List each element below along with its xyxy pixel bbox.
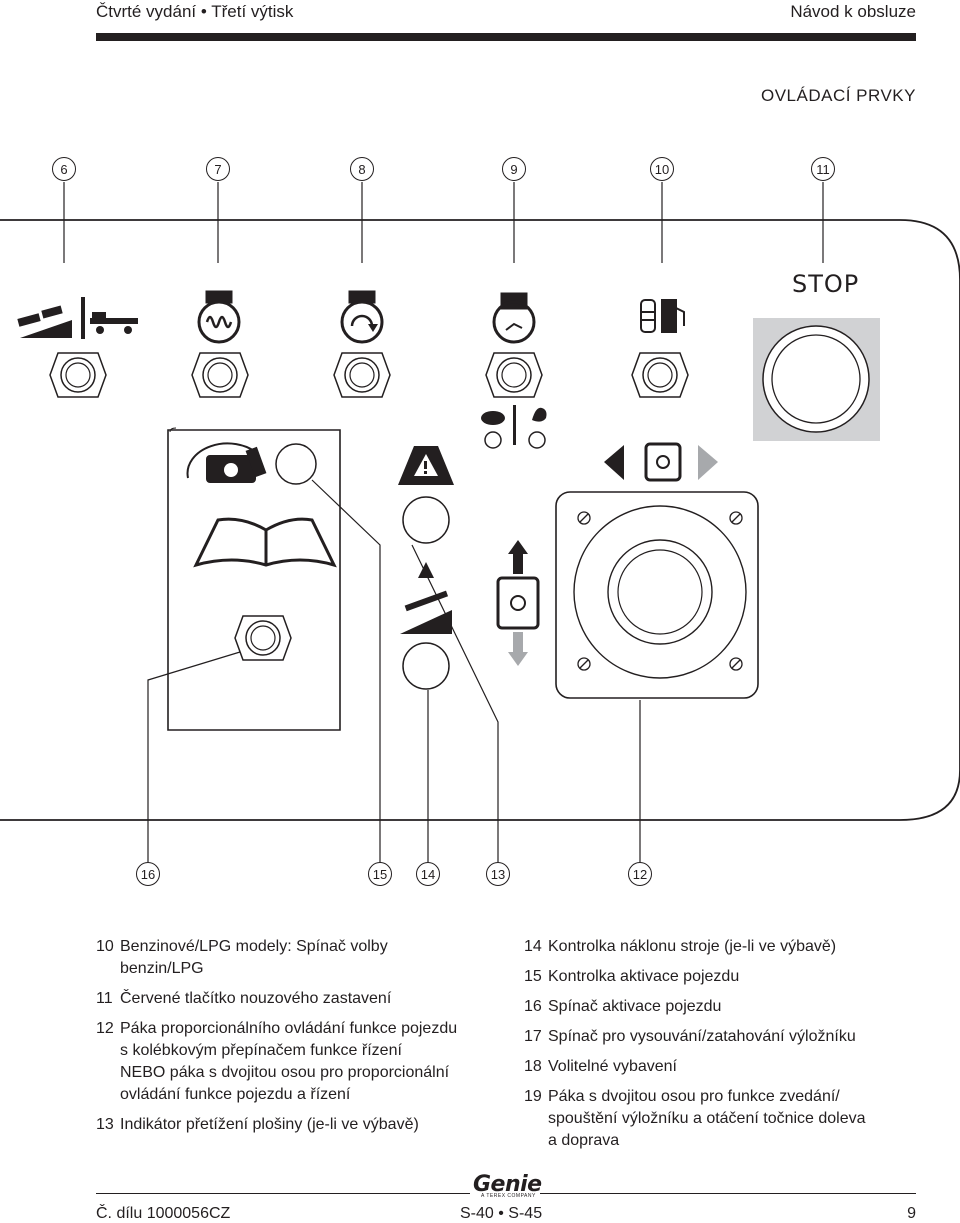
- top-leader-lines: [63, 182, 824, 263]
- drive-joystick: [555, 491, 759, 699]
- section-title: OVLÁDACÍ PRVKY: [760, 86, 916, 105]
- callout-12: 12: [628, 862, 652, 886]
- optional-equipment-switch: [234, 615, 292, 661]
- glow-plug-switch: [191, 352, 249, 398]
- boom-extend-icon: [496, 540, 540, 666]
- callout-7: 7: [206, 157, 230, 181]
- bottom-leader-lines: [147, 479, 641, 862]
- callout-6: 6: [52, 157, 76, 181]
- drive-enable-switch: [275, 443, 317, 485]
- tilt-indicator: [402, 642, 450, 690]
- callout-16: 16: [136, 862, 160, 886]
- callout-8: 8: [350, 157, 374, 181]
- steer-icon: [604, 442, 718, 482]
- stop-label: STOP: [792, 270, 860, 298]
- manual-title: Návod k obsluze: [790, 2, 916, 21]
- turtle-rabbit-icons: [481, 405, 547, 449]
- genie-logo-subtitle: A TEREX COMPANY: [481, 1193, 536, 1199]
- fuel-select-switch: [631, 352, 689, 398]
- drive-range-icon: [17, 297, 138, 339]
- callout-11: 11: [811, 157, 835, 181]
- callout-15: 15: [368, 862, 392, 886]
- edition-label: Čtvrté vydání • Třetí výtisk: [96, 2, 294, 21]
- callout-10: 10: [650, 157, 674, 181]
- engine-start-icon: [340, 290, 384, 344]
- control-panel-diagram: [0, 182, 960, 862]
- overload-icon: [398, 446, 454, 485]
- page-number: 9: [907, 1205, 916, 1222]
- model-label: S-40 • S-45: [460, 1205, 543, 1222]
- genie-logo: Genie: [473, 1172, 542, 1197]
- drive-range-switch: [49, 352, 107, 398]
- footer-rule-right: [540, 1193, 916, 1195]
- fuel-select-icon: [640, 299, 685, 333]
- engine-speed-switch: [485, 352, 543, 398]
- glow-plug-icon: [197, 290, 241, 344]
- callout-14: 14: [416, 862, 440, 886]
- start-switch: [333, 352, 391, 398]
- overload-indicator: [402, 496, 450, 544]
- header-rule: [96, 33, 916, 41]
- drive-enable-icon: [186, 442, 267, 483]
- part-number: Č. dílu 1000056CZ: [96, 1205, 231, 1222]
- manual-book-icon: [193, 517, 337, 568]
- engine-speed-icon: [492, 292, 536, 344]
- callout-13: 13: [486, 862, 510, 886]
- callout-9: 9: [502, 157, 526, 181]
- footer-rule-left: [96, 1193, 470, 1195]
